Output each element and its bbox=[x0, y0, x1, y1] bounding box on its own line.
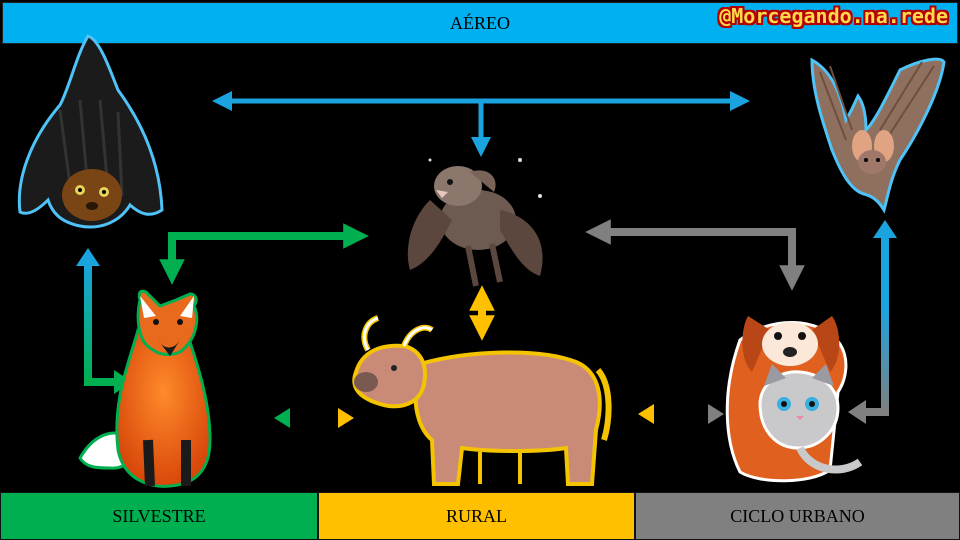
aereo-band: AÉREO bbox=[2, 2, 958, 44]
urbano-label: CICLO URBANO bbox=[730, 505, 865, 526]
arrow-fruitbat-to-silvestre bbox=[76, 248, 132, 394]
fruit-bat-icon bbox=[17, 34, 164, 229]
rural-label: RURAL bbox=[445, 505, 507, 526]
arrow-rural-to-urbano bbox=[638, 404, 724, 424]
cow-icon bbox=[352, 315, 612, 486]
arrow-silvestre-to-rural bbox=[274, 408, 354, 428]
arrow-urbano-to-longearedbat bbox=[848, 220, 897, 424]
silvestre-label: SILVESTRE bbox=[112, 505, 206, 526]
vampire-bat-icon bbox=[407, 158, 543, 287]
arrow-urbano-to-vampire bbox=[585, 219, 805, 291]
rural-band: RURAL bbox=[318, 492, 635, 540]
arrow-aereo-horizontal bbox=[212, 91, 750, 157]
dog-and-cat-icon bbox=[725, 316, 863, 483]
watermark: @Morcegando.na.rede bbox=[719, 4, 948, 28]
long-eared-bat-icon bbox=[810, 57, 946, 214]
maned-wolf-icon bbox=[78, 289, 212, 488]
aereo-label: AÉREO bbox=[450, 12, 510, 33]
arrow-silvestre-to-vampire bbox=[159, 223, 369, 285]
silvestre-band: SILVESTRE bbox=[0, 492, 318, 540]
urbano-band: CICLO URBANO bbox=[635, 492, 960, 540]
